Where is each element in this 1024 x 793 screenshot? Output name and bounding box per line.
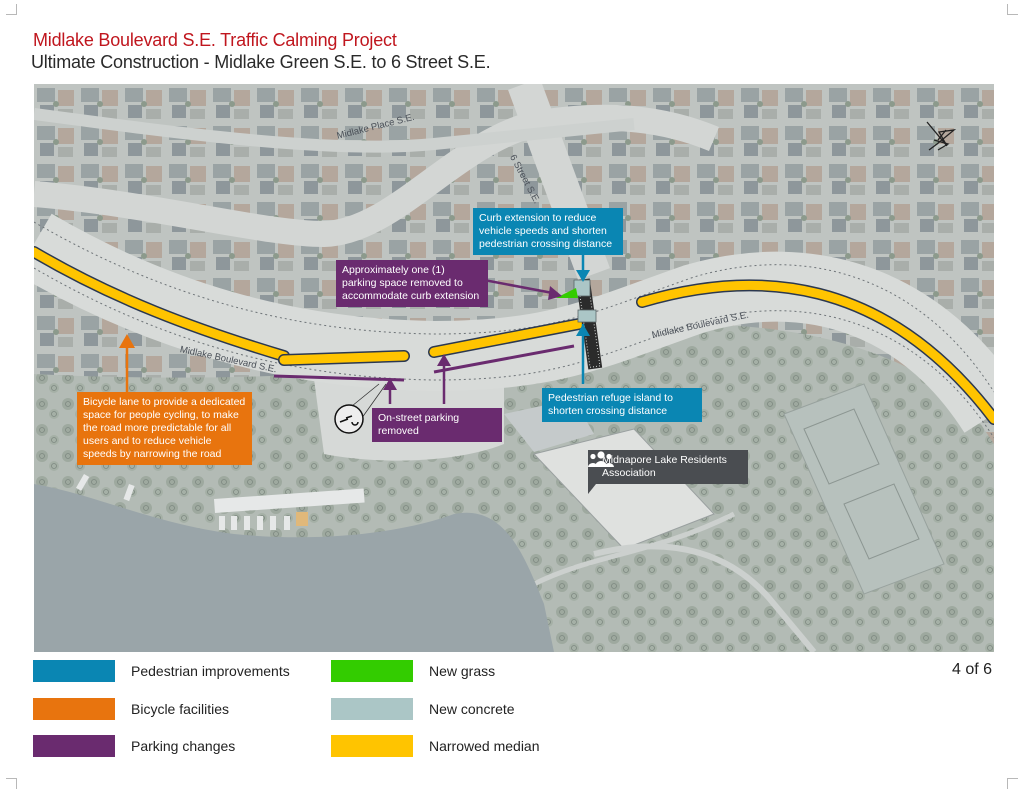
legend-label: Parking changes: [131, 738, 236, 754]
association-building: [533, 428, 715, 550]
legend-label: Pedestrian improvements: [131, 663, 290, 679]
map-canvas: [34, 84, 994, 652]
legend-swatch: [33, 698, 115, 720]
project-title: Midlake Boulevard S.E. Traffic Calming P…: [33, 30, 397, 50]
callout-curb-extension: Curb extension to reduce vehicle speeds …: [473, 208, 623, 255]
narrowed-medians: [34, 246, 994, 425]
legend-item-bicycle: Bicycle facilities: [33, 698, 229, 720]
crop-mark-bottom-right: [1007, 778, 1018, 789]
boat-docks: [76, 474, 365, 530]
new-grass: [556, 288, 578, 298]
legend-item-parking: Parking changes: [33, 735, 235, 757]
legend-item-concrete: New concrete: [331, 698, 515, 720]
legend-label: New concrete: [429, 701, 515, 717]
legend-label: Narrowed median: [429, 738, 540, 754]
callout-bicycle-lane: Bicycle lane to provide a dedicated spac…: [77, 392, 252, 465]
residents-association-label: Midnapore Lake Residents Association: [602, 454, 727, 479]
back-lane: [34, 108, 635, 153]
midlake-boulevard-road: [34, 213, 994, 434]
legend-label: Bicycle facilities: [131, 701, 230, 717]
legend-swatch: [33, 660, 115, 682]
legend-swatch: [33, 735, 115, 757]
lake: [34, 484, 554, 652]
crop-mark-bottom-left: [6, 778, 17, 789]
callout-residents-association: Midnapore Lake Residents Association: [588, 450, 748, 484]
callout-refuge-island: Pedestrian refuge island to shorten cros…: [542, 388, 702, 422]
project-subtitle: Ultimate Construction - Midlake Green S.…: [31, 52, 491, 72]
crop-mark-top-right: [1007, 4, 1018, 15]
legend-swatch: [331, 660, 413, 682]
callout-on-street-parking-removed: On-street parking removed: [372, 408, 502, 442]
crop-mark-top-left: [6, 4, 17, 15]
parking-changes: [273, 344, 575, 382]
callout-parking-space-removed: Approximately one (1) parking space remo…: [336, 260, 488, 307]
parking-detail-circle: [334, 383, 387, 434]
page-indicator: 4 of 6: [951, 661, 992, 678]
legend-item-grass: New grass: [331, 660, 495, 682]
park-path: [593, 543, 817, 652]
crosswalk: [556, 278, 603, 370]
callout-leaders: [119, 234, 590, 404]
aerial-map[interactable]: Midlake Place S.E. 6 Street S.E. Midlake…: [34, 84, 994, 652]
new-concrete-island: [577, 309, 597, 323]
legend-item-pedestrian: Pedestrian improvements: [33, 660, 290, 682]
north-arrow-icon: [926, 121, 957, 151]
legend-swatch: [331, 698, 413, 720]
legend-swatch: [331, 735, 413, 757]
midlake-place-road: [34, 104, 719, 248]
tennis-courts: [783, 383, 945, 595]
legend-label: New grass: [429, 663, 496, 679]
legend-item-median: Narrowed median: [331, 735, 540, 757]
callout-pointer: [588, 484, 596, 494]
